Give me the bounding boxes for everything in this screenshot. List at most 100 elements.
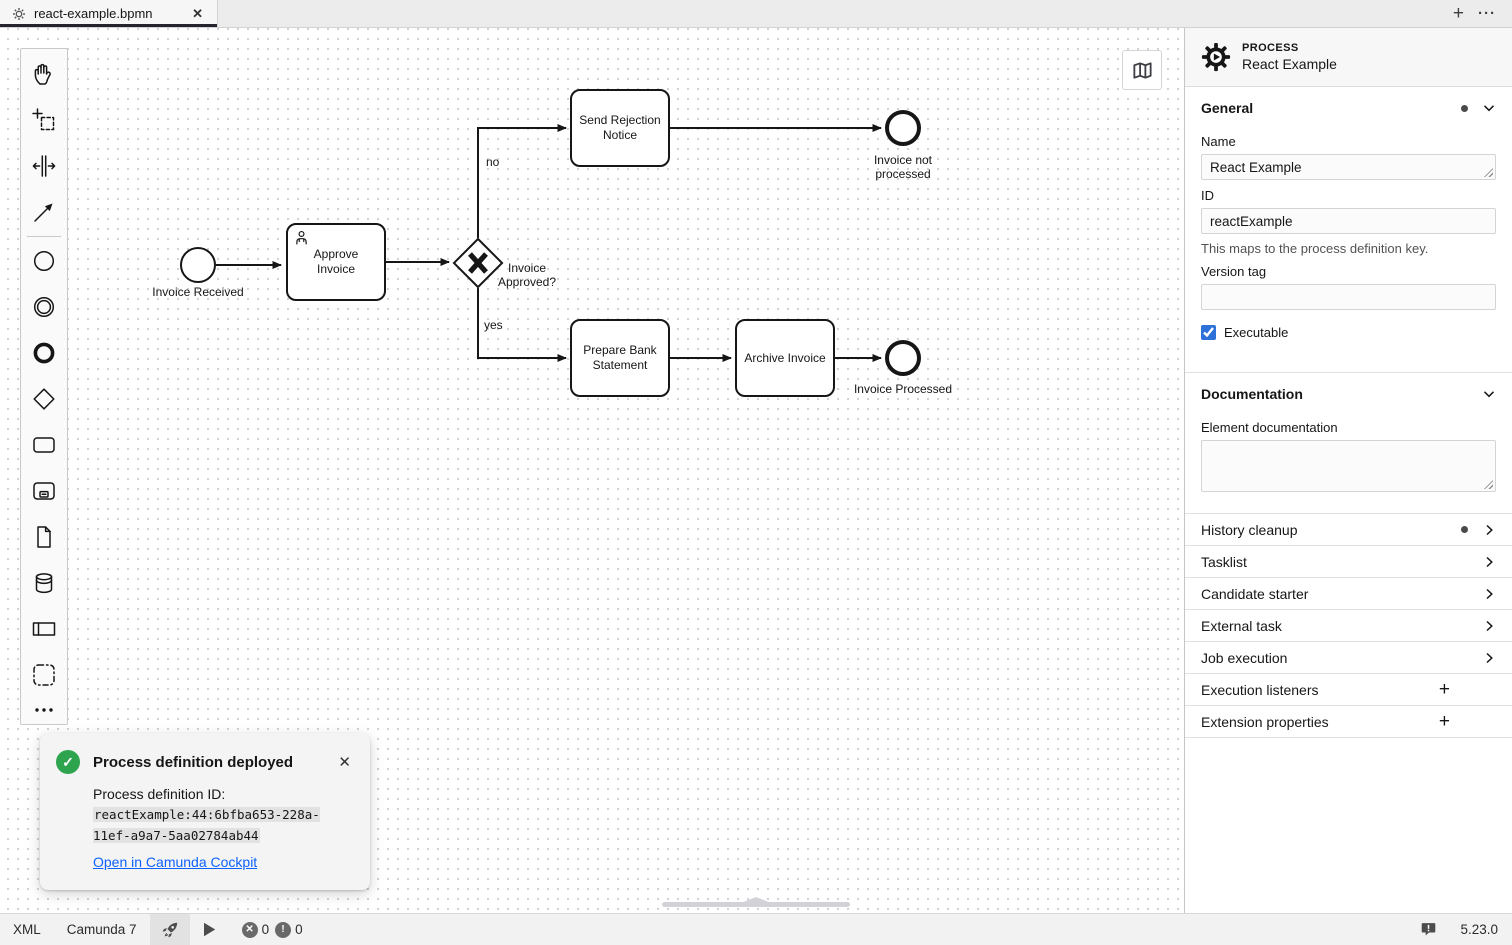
element-name-label: React Example	[1242, 56, 1337, 72]
process-icon	[1201, 42, 1231, 72]
section-divider	[1185, 372, 1512, 373]
task-label: Approve Invoice	[313, 247, 359, 276]
bpmn-canvas[interactable]: Invoice Received Approve Invoice Invoic	[0, 28, 1184, 913]
feedback-button[interactable]	[1407, 914, 1450, 945]
tab-overflow-menu-button[interactable]: ···	[1478, 5, 1496, 22]
problems-toggle[interactable]: ✕ 0 ! 0	[229, 914, 316, 945]
rocket-icon	[162, 922, 177, 937]
xml-view-button[interactable]: XML	[13, 922, 41, 937]
exclusive-gateway-shape[interactable]	[452, 237, 504, 289]
deploy-success-toast: ✓ Process definition deployed ✕ Process …	[40, 733, 370, 890]
end-event-not-processed-shape[interactable]	[885, 110, 921, 146]
add-extension-property-button[interactable]: +	[1438, 711, 1450, 732]
open-cockpit-link[interactable]: Open in Camunda Cockpit	[93, 853, 258, 870]
deploy-button[interactable]	[149, 913, 190, 945]
section-extension-properties[interactable]: Extension properties +	[1185, 705, 1512, 737]
section-history-cleanup[interactable]: History cleanup	[1185, 513, 1512, 545]
new-tab-button[interactable]: +	[1452, 3, 1464, 24]
section-documentation-header[interactable]: Documentation	[1185, 373, 1512, 412]
create-data-object-icon[interactable]	[21, 514, 67, 560]
start-event-label[interactable]: Invoice Received	[152, 285, 244, 299]
user-task-approve-invoice[interactable]: Approve Invoice	[286, 223, 386, 301]
add-execution-listener-button[interactable]: +	[1438, 679, 1450, 700]
log-panel-handle[interactable]	[662, 897, 850, 907]
id-input[interactable]	[1201, 208, 1496, 234]
create-subprocess-icon[interactable]	[21, 468, 67, 514]
task-label: Archive Invoice	[744, 350, 826, 365]
executable-checkbox[interactable]	[1201, 325, 1216, 340]
success-check-icon: ✓	[56, 750, 80, 774]
task-archive-invoice[interactable]: Archive Invoice	[735, 319, 835, 397]
element-type-label: PROCESS	[1242, 42, 1299, 54]
id-help-text: This maps to the process definition key.	[1201, 241, 1429, 256]
create-group-icon[interactable]	[21, 652, 67, 698]
section-tasklist[interactable]: Tasklist	[1185, 545, 1512, 577]
version-tag-input[interactable]	[1201, 284, 1496, 310]
task-prepare-bank-statement[interactable]: Prepare Bank Statement	[570, 319, 670, 397]
engine-profile-button[interactable]: Camunda 7	[66, 922, 137, 937]
section-candidate-starter[interactable]: Candidate starter	[1185, 577, 1512, 609]
create-participant-icon[interactable]	[21, 606, 67, 652]
section-job-execution[interactable]: Job execution	[1185, 641, 1512, 673]
minimap-toggle-button[interactable]	[1122, 50, 1162, 90]
start-instance-button[interactable]	[190, 914, 229, 945]
tab-close-icon[interactable]: ✕	[192, 5, 203, 21]
tab-react-example[interactable]: react-example.bpmn ✕	[0, 0, 218, 27]
element-documentation-textarea[interactable]	[1201, 440, 1496, 492]
task-send-rejection-notice[interactable]: Send Rejection Notice	[570, 89, 670, 167]
create-task-icon[interactable]	[21, 422, 67, 468]
end-event-label[interactable]: Invoice Processed	[853, 382, 953, 396]
edited-dot-indicator	[1461, 526, 1468, 533]
chevron-right-icon	[1482, 523, 1496, 537]
create-start-event-icon[interactable]	[21, 238, 67, 284]
chevron-right-icon	[1482, 619, 1496, 633]
task-label: Send Rejection Notice	[579, 113, 661, 142]
start-event-shape[interactable]	[180, 247, 216, 283]
play-icon	[203, 922, 215, 937]
name-input[interactable]	[1201, 154, 1496, 180]
section-general-header[interactable]: General	[1185, 87, 1512, 126]
toast-close-icon[interactable]: ✕	[338, 754, 351, 771]
bpmn-file-icon	[13, 7, 25, 20]
end-event-label[interactable]: Invoice not processed	[873, 153, 933, 182]
user-icon	[296, 230, 307, 245]
chevron-down-icon	[1482, 387, 1496, 401]
gateway-x-marker	[468, 252, 488, 274]
element-documentation-label: Element documentation	[1201, 420, 1338, 435]
toast-body-prefix: Process definition ID:	[93, 786, 226, 802]
section-external-task[interactable]: External task	[1185, 609, 1512, 641]
process-definition-id: reactExample:44:6bfba653-228a-11ef-a9a7-…	[93, 807, 320, 843]
chevron-right-icon	[1482, 555, 1496, 569]
create-data-store-icon[interactable]	[21, 560, 67, 606]
tab-bar-actions: + ···	[1453, 0, 1512, 27]
section-execution-listeners[interactable]: Execution listeners +	[1185, 673, 1512, 705]
flow-label-no[interactable]: no	[486, 155, 500, 169]
chevron-up-icon	[741, 897, 771, 903]
status-bar: XML Camunda 7 ✕ 0 ! 0	[0, 913, 1512, 945]
hand-tool-icon[interactable]	[21, 51, 67, 97]
warning-count: 0	[295, 922, 303, 937]
flow-label-yes[interactable]: yes	[484, 318, 503, 332]
tab-label: react-example.bpmn	[34, 6, 153, 21]
gateway-label[interactable]: Invoice Approved?	[497, 261, 557, 290]
error-icon: ✕	[241, 921, 258, 938]
global-connect-tool-icon[interactable]	[21, 189, 67, 235]
palette-more-icon[interactable]	[21, 698, 67, 722]
error-count: 0	[261, 922, 270, 937]
space-tool-icon[interactable]	[21, 143, 67, 189]
end-event-processed-shape[interactable]	[885, 340, 921, 376]
warning-icon: !	[275, 921, 292, 938]
create-gateway-icon[interactable]	[21, 376, 67, 422]
edited-dot-indicator	[1461, 104, 1468, 112]
create-intermediate-event-icon[interactable]	[21, 284, 67, 330]
create-end-event-icon[interactable]	[21, 330, 67, 376]
palette	[20, 48, 68, 725]
main-area: Invoice Received Approve Invoice Invoic	[0, 28, 1512, 913]
lasso-tool-icon[interactable]	[21, 97, 67, 143]
task-label: Prepare Bank Statement	[583, 343, 657, 372]
chevron-right-icon	[1482, 651, 1496, 665]
section-title: Documentation	[1201, 386, 1303, 402]
toast-title: Process definition deployed	[93, 753, 294, 771]
map-icon	[1132, 61, 1152, 79]
